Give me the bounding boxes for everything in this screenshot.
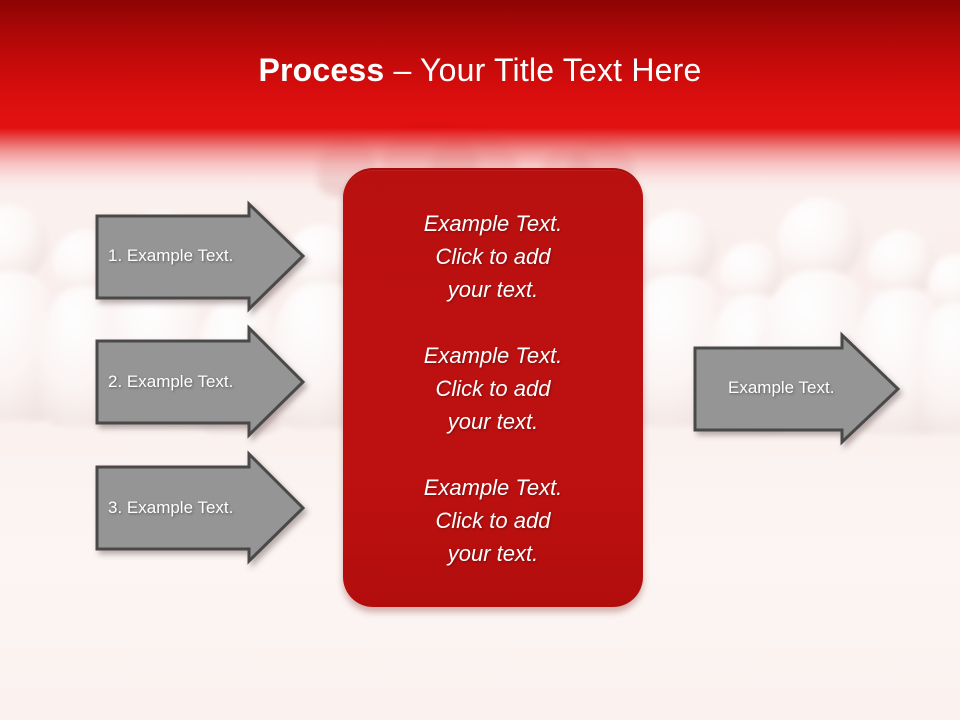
center-panel-block-1: Example Text. Click to add your text. — [423, 211, 563, 302]
center-panel-block-3: Example Text. Click to add your text. — [423, 475, 563, 566]
center-content-panel[interactable]: Example Text. Click to add your text. Ex… — [343, 168, 643, 607]
process-arrow-2-label: 2. Example Text. — [108, 372, 234, 391]
output-arrow-label: Example Text. — [728, 378, 835, 397]
header-red-band — [0, 0, 960, 128]
arrow-right-icon — [693, 331, 901, 446]
process-arrow-2[interactable]: 2. Example Text. — [92, 323, 308, 441]
center-panel-block-2: Example Text. Click to add your text. — [423, 343, 563, 434]
output-arrow[interactable]: Example Text. — [690, 330, 906, 448]
process-arrow-3[interactable]: 3. Example Text. — [92, 448, 308, 568]
arrow-right-icon — [95, 200, 306, 313]
process-arrow-3-label: 3. Example Text. — [108, 498, 234, 517]
center-panel-text-group: Example Text. Click to add your text. Ex… — [343, 170, 643, 607]
page-title-bold-part: Process — [258, 52, 394, 88]
process-arrow-1[interactable]: 1. Example Text. — [92, 199, 308, 315]
page-title-rest: – Your Title Text Here — [393, 52, 702, 88]
arrow-right-icon — [95, 450, 306, 565]
arrow-right-icon — [95, 324, 306, 439]
process-arrow-1-label: 1. Example Text. — [108, 246, 234, 265]
page-title: Process – Your Title Text Here — [0, 50, 960, 90]
